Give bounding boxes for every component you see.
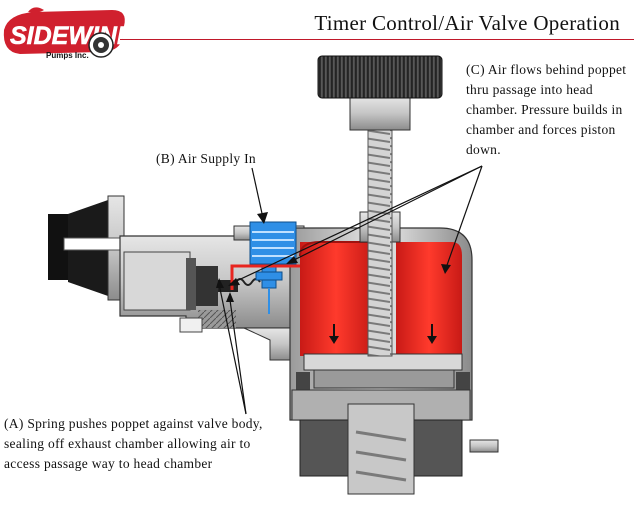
- exhaust-muffler: [48, 195, 125, 301]
- svg-text:SIDEWINDER: SIDEWINDER: [10, 22, 140, 50]
- leader-line-a: [216, 278, 247, 415]
- down-arrow-icon: [329, 324, 339, 344]
- head-chamber-housing: [289, 211, 499, 495]
- svg-text:Pumps Inc.: Pumps Inc.: [46, 51, 89, 60]
- knurled-knob: [317, 55, 443, 99]
- annotation-air-flow: (C) Air flows behind poppet thru passage…: [466, 62, 627, 157]
- header-rule: [120, 39, 634, 40]
- down-arrow-icon: [427, 324, 437, 344]
- leader-line-b: [251, 167, 268, 224]
- annotation-air-supply: (B) Air Supply In: [156, 151, 256, 166]
- annotation-spring-poppet: (A) Spring pushes poppet against valve b…: [4, 416, 263, 471]
- page-title: Timer Control/Air Valve Operation: [314, 11, 620, 35]
- adjustment-screw: [349, 95, 411, 357]
- sidewinder-logo: SIDEWINDER Pumps Inc.: [3, 7, 140, 60]
- leader-line-c: [228, 165, 483, 286]
